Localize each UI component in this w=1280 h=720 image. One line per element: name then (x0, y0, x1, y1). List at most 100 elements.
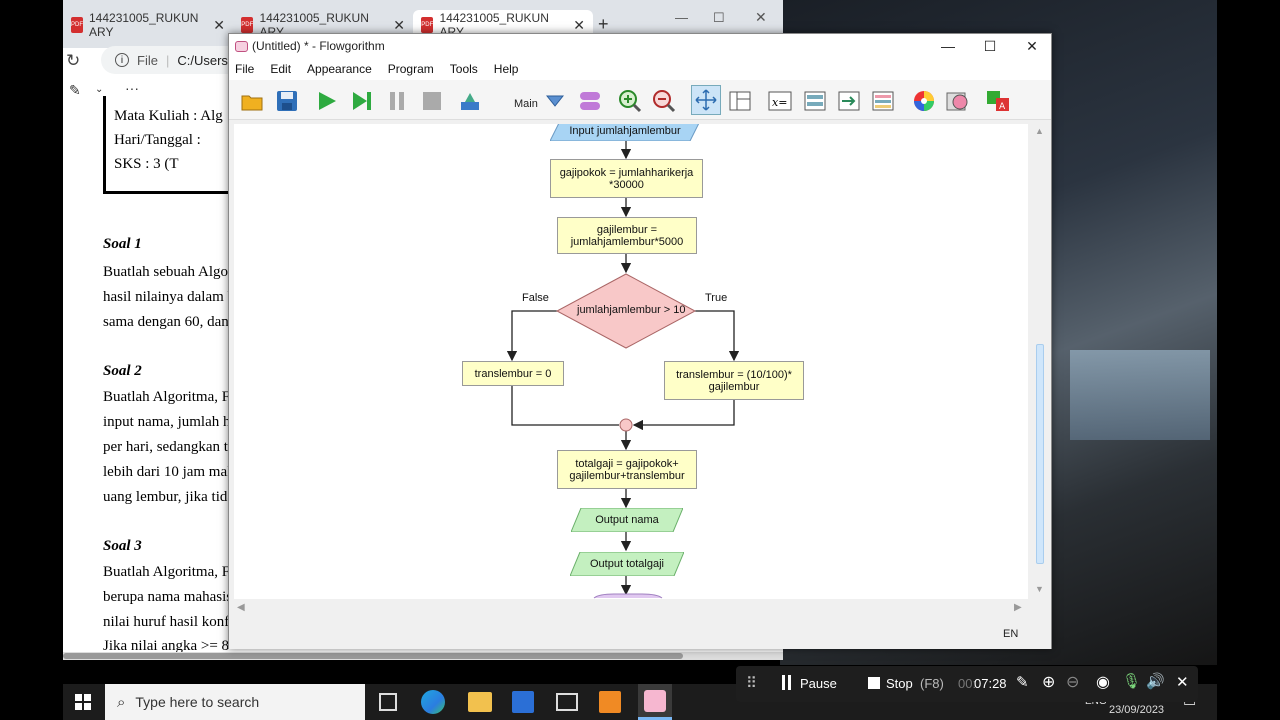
task-view-icon[interactable] (379, 693, 397, 711)
doc-line: sama dengan 60, dan (103, 314, 229, 330)
edge-icon[interactable] (421, 690, 445, 714)
stop-icon[interactable] (868, 677, 880, 689)
output-nama-shape[interactable]: Output nama (571, 508, 683, 532)
doc-line: Buatlah sebuah Algor (103, 264, 233, 280)
doc-line: per hari, sedangkan ta (103, 439, 235, 455)
eye-icon[interactable]: ◉ (1096, 674, 1110, 691)
close-icon[interactable]: ✕ (213, 16, 225, 33)
menu-edit[interactable]: Edit (270, 62, 292, 76)
search-icon: ⌕ (117, 693, 126, 711)
close-icon[interactable]: ✕ (573, 16, 585, 33)
stop-icon[interactable] (419, 88, 445, 114)
output-icon[interactable] (836, 88, 862, 114)
menu-file[interactable]: File (235, 62, 255, 76)
step-icon[interactable] (349, 88, 375, 114)
scroll-thumb[interactable] (63, 653, 683, 659)
flowgorithm-taskbar-button[interactable] (638, 684, 672, 720)
add-function-icon[interactable] (577, 88, 603, 114)
right-black-bar (1217, 0, 1280, 720)
microphone-icon[interactable]: 🎙 (1122, 673, 1142, 690)
chart-icon[interactable] (870, 88, 896, 114)
draw-icon[interactable]: ✎ (69, 82, 81, 98)
translate-icon[interactable]: A (985, 88, 1011, 114)
doc-hscrollbar[interactable] (63, 652, 783, 660)
menu-appearance[interactable]: Appearance (307, 62, 372, 76)
menu-help[interactable]: Help (493, 62, 519, 76)
close-icon[interactable]: ✕ (393, 16, 405, 33)
recorder-toolbar: ⠿ Pause Stop (F8) 00: 07:28 ✎ ⊕ ⊖ ◉ 🎙 🔊 … (736, 666, 1198, 702)
clock-date[interactable]: 23/09/2023 (1109, 704, 1165, 716)
mail-icon[interactable] (556, 693, 578, 711)
menu-tools[interactable]: Tools (449, 62, 478, 76)
chevron-down-icon[interactable]: ⌄ (95, 84, 104, 95)
maximize-icon[interactable]: ☐ (713, 10, 725, 25)
taskbar-search[interactable]: ⌕ Type here to search (105, 684, 365, 720)
speaker-icon[interactable]: 🔊 (1146, 673, 1165, 690)
scroll-down-icon[interactable]: ▼ (1035, 584, 1044, 594)
split-icon[interactable] (727, 88, 753, 114)
scroll-thumb[interactable] (1036, 344, 1044, 564)
run-icon[interactable] (314, 88, 340, 114)
output-totalgaji-shape[interactable]: Output totalgaji (570, 552, 684, 576)
true-label: True (705, 292, 728, 304)
zoom-in-icon[interactable] (617, 88, 643, 114)
new-tab-icon[interactable]: + (598, 14, 609, 34)
assign-translembur-false-shape[interactable]: translembur = 0 (462, 361, 564, 386)
doc-line: uang lembur, jika tida (103, 489, 235, 505)
assign-gajipokok-shape[interactable]: gajipokok = jumlahharikerja *30000 (550, 159, 703, 198)
title-bar: (Untitled) * - Flowgorithm — ☐ ✕ (229, 34, 1051, 58)
stop-shortcut: (F8) (920, 676, 944, 691)
pause-icon[interactable] (782, 675, 785, 690)
menu-program[interactable]: Program (387, 62, 434, 76)
toolbar: Main x= A (229, 80, 1051, 120)
left-black-bar (0, 0, 63, 660)
pen-icon[interactable]: ✎ (1016, 674, 1029, 691)
pause-icon[interactable] (384, 88, 410, 114)
assign-totalgaji-shape[interactable]: totalgaji = gajipokok+ gajilembur+transl… (557, 450, 697, 489)
app-orange-icon[interactable] (599, 691, 621, 713)
function-select[interactable]: Main (514, 98, 538, 110)
zoom-in-icon[interactable]: ⊕ (1042, 674, 1056, 691)
variables-icon[interactable]: x= (767, 88, 793, 114)
stop-button[interactable]: Stop (886, 676, 913, 691)
svg-text:x=: x= (772, 96, 787, 109)
theme-icon[interactable] (945, 88, 971, 114)
store-icon[interactable] (512, 691, 534, 713)
console-icon[interactable] (802, 88, 828, 114)
windows-start-icon[interactable] (75, 694, 91, 710)
drag-handle-icon[interactable]: ⠿ (746, 675, 757, 692)
browser-tab[interactable]: PDF 144231005_RUKUN ARY ✕ (63, 10, 233, 40)
chevron-down-icon[interactable] (542, 88, 568, 114)
file-explorer-icon[interactable] (468, 692, 492, 712)
scroll-right-icon[interactable]: ▶ (1014, 602, 1022, 613)
assign-gajilembur-shape[interactable]: gajilembur = jumlahjamlembur*5000 (557, 217, 697, 254)
url-path: C:/Users/ (177, 52, 232, 68)
horizontal-scrollbar[interactable]: ◀ ▶ (234, 600, 1028, 618)
pause-button[interactable]: Pause (800, 676, 837, 691)
close-icon[interactable]: ✕ (1026, 37, 1038, 54)
flowchart-canvas[interactable]: Input jumlahjamlembur gajipokok = jumlah… (234, 124, 1028, 599)
svg-text:A: A (999, 102, 1006, 112)
fit-icon[interactable] (691, 85, 721, 115)
close-icon[interactable]: ✕ (1176, 674, 1189, 691)
zoom-out-icon[interactable]: ⊖ (1066, 674, 1080, 691)
maximize-icon[interactable]: ☐ (983, 37, 997, 54)
scroll-left-icon[interactable]: ◀ (237, 602, 245, 613)
more-button[interactable]: ··· (125, 80, 139, 96)
vertical-scrollbar[interactable]: ▲ ▼ (1030, 124, 1050, 599)
close-window-icon[interactable]: ✕ (755, 9, 767, 25)
scroll-up-icon[interactable]: ▲ (1035, 126, 1044, 136)
tab-label: 144231005_RUKUN ARY (89, 11, 199, 39)
assign-translembur-true-shape[interactable]: translembur = (10/100)* gajilembur (664, 361, 804, 400)
minimize-icon[interactable]: — (941, 38, 955, 54)
open-icon[interactable] (239, 88, 265, 114)
zoom-out-icon[interactable] (651, 88, 677, 114)
input-jumlahjamlembur-shape[interactable]: Input jumlahjamlembur (550, 124, 700, 141)
minimize-icon[interactable]: — (675, 10, 688, 25)
layout-icon[interactable] (459, 88, 485, 114)
reload-icon[interactable]: ↻ (66, 51, 81, 70)
timer-prefix: 00: (958, 676, 977, 691)
timer: 07:28 (974, 676, 1007, 691)
save-icon[interactable] (274, 88, 300, 114)
color-icon[interactable] (911, 88, 937, 114)
